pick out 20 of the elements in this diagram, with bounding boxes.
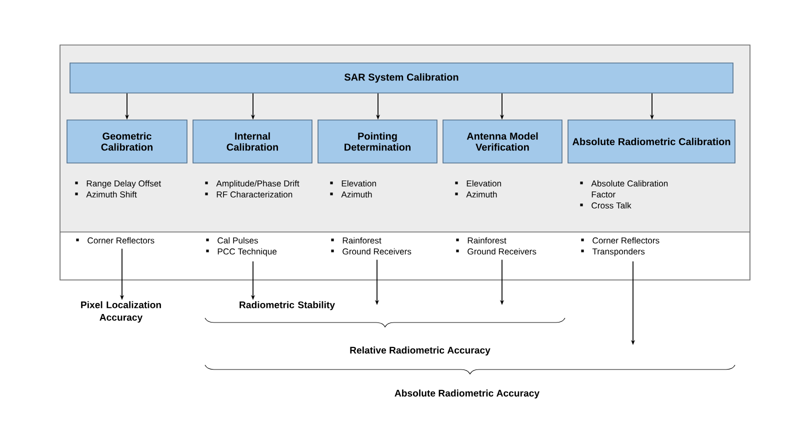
bullet-list: Elevation Azimuth (330, 180, 376, 198)
result-label: Absolute Radiometric Accuracy (394, 390, 540, 398)
bullet-list: Corner Reflectors Transponders (581, 237, 660, 256)
bullet-list: Corner Reflectors (76, 237, 154, 244)
calibration-box: Internal Calibration (192, 120, 312, 164)
bullet-list: Absolute Calibration Factor Cross Talk (580, 180, 668, 208)
title-box: SAR System Calibration (70, 62, 734, 94)
bullet-list: Range Delay Offset Azimuth Shift (75, 180, 162, 198)
bullet-list: Elevation Azimuth (455, 180, 501, 198)
bullet-list: Rainforest Ground Receivers (456, 237, 536, 254)
result-label: Radiometric Stability (240, 301, 335, 310)
calibration-box: Geometric Calibration (66, 120, 188, 164)
bullet-list: Rainforest Ground Receivers (331, 237, 412, 254)
calibration-box: Antenna Model Verification (442, 120, 562, 164)
calibration-box: Absolute Radiometric Calibration (568, 120, 736, 164)
bullet-list: Amplitude/Phase Drift RF Characterization (205, 180, 300, 198)
result-label: Pixel Localization Accuracy (81, 301, 161, 323)
result-label: Relative Radiometric Accuracy (350, 346, 490, 356)
bullet-list: Cal Pulses PCC Technique (206, 237, 277, 256)
calibration-box: Pointing Determination (318, 120, 438, 164)
